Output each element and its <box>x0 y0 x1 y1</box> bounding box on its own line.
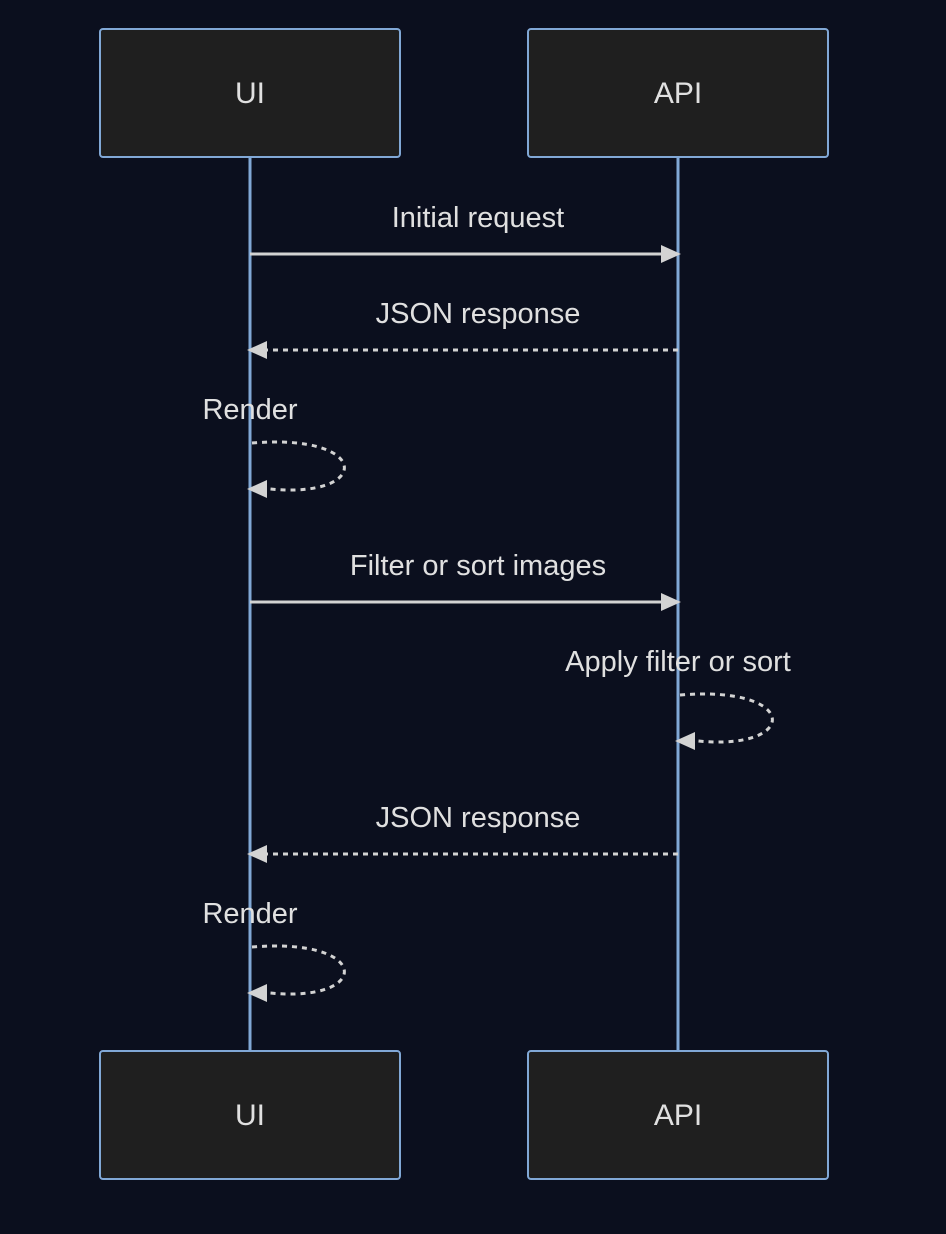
message-2: JSON response <box>247 298 678 359</box>
actor-ui-top: UI <box>99 28 401 158</box>
self-loop-line <box>679 692 774 744</box>
arrowhead-icon <box>661 245 681 263</box>
message-label: Initial request <box>392 202 565 234</box>
arrowhead-icon <box>247 480 267 498</box>
message-label: JSON response <box>376 802 581 834</box>
arrowhead-icon <box>247 845 267 863</box>
message-label: Render <box>202 898 297 930</box>
arrowhead-icon <box>247 341 267 359</box>
actor-label: API <box>654 1099 702 1132</box>
message-3: Render <box>202 394 346 498</box>
message-label: Render <box>202 394 297 426</box>
message-6: JSON response <box>247 802 678 863</box>
arrowhead-icon <box>675 732 695 750</box>
arrowhead-icon <box>661 593 681 611</box>
message-label: JSON response <box>376 298 581 330</box>
message-4: Filter or sort images <box>250 550 681 611</box>
actor-api-bottom: API <box>527 1050 829 1180</box>
actor-box <box>527 1050 829 1180</box>
message-label: Apply filter or sort <box>565 646 791 678</box>
actor-box <box>99 1050 401 1180</box>
message-7: Render <box>202 898 346 1002</box>
message-5: Apply filter or sort <box>565 646 791 750</box>
actor-api-top: API <box>527 28 829 158</box>
self-loop-line <box>251 944 346 996</box>
self-loop-line <box>251 440 346 492</box>
actor-ui-bottom: UI <box>99 1050 401 1180</box>
actor-box <box>99 28 401 158</box>
message-1: Initial request <box>250 202 681 263</box>
actor-label: UI <box>235 1099 265 1132</box>
message-label: Filter or sort images <box>350 550 606 582</box>
actor-box <box>527 28 829 158</box>
arrowhead-icon <box>247 984 267 1002</box>
actor-label: API <box>654 77 702 110</box>
actor-label: UI <box>235 77 265 110</box>
